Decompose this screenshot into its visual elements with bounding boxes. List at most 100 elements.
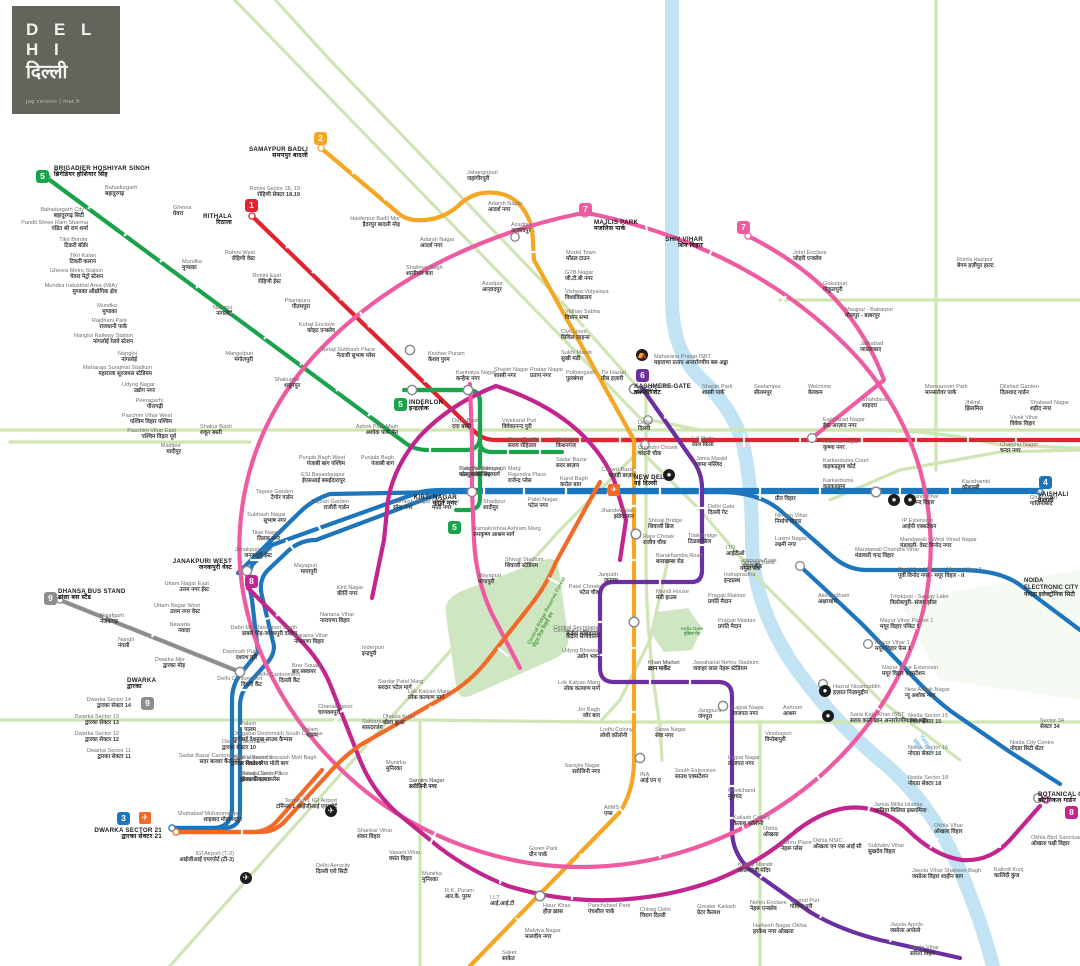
landmark-name-hi: नोएडा इलेक्ट्रॉनिक सिटी [1024, 592, 1075, 598]
station-name-hi: नोएडा सेक्टर 15 [908, 719, 942, 726]
station-name-hi: शंकर विहार [357, 834, 381, 841]
station-name-en: Chawri Bazar [601, 467, 635, 473]
terminus-name-hi: द्वारका [127, 683, 142, 691]
station-name-hi: सेवा नगर [655, 733, 674, 740]
station-name-hi: नांगलोई [216, 311, 232, 318]
station-name-hi: आदर्श नगर [488, 207, 511, 214]
station-name-hi: द्वारका सेक्टर 13 [85, 720, 119, 727]
line-badge-8[interactable]: 8 [245, 575, 258, 588]
station-name-hi: त्रिलोकपुरी- संजय झील [890, 600, 937, 607]
station-name-hi: मयूर विहार एक्सटेंशन [882, 671, 925, 678]
station-name-hi: मयूर विहार फेस 1 [875, 646, 912, 653]
line-badge-9[interactable]: 9 [44, 592, 57, 605]
line-badge-2[interactable]: 2 [314, 132, 327, 145]
station-name-en: Mayur Vihar 1 [875, 640, 910, 646]
station-name-hi: डाबरी मोड़-जनकपुरी दक्षिण [241, 631, 297, 638]
station-name-hi: रोहिणी वेस्ट [231, 256, 255, 263]
station-name-en: Kalkaji Mandir [738, 862, 774, 868]
station-name-hi: पीतमपुरा [291, 304, 310, 311]
line-badge-5[interactable]: 5 [448, 521, 461, 534]
station-name-hi: दया बस्ती [452, 424, 472, 431]
station-name-en: Janakpuri East [234, 547, 272, 553]
station-name-hi: लाजपत नगर [732, 711, 758, 718]
line-badge-4[interactable]: 4 [1039, 476, 1052, 489]
station-name-en: Noida Sector 15 [908, 713, 949, 719]
station-name-en: Rajiv Chowk [643, 534, 675, 540]
station-name-hi: आश्रम [783, 711, 797, 718]
station-name-en: Shahdara [862, 397, 887, 403]
station-name-hi: ओखला पक्षी विहार [1031, 841, 1070, 848]
line-badge-7[interactable]: 7 [737, 221, 750, 234]
station-name-hi: मूलचंद [728, 794, 742, 801]
station-label: IGI Airport (T-3)आईजीआई एयरपोर्ट (टी-3) [94, 851, 234, 864]
station-name-en: Nehru Enclave [750, 900, 787, 906]
station-name-hi: घेवरा [173, 211, 184, 218]
station-name-en: Rohta Hazipur [957, 257, 993, 263]
station-name-en: Mandi House [656, 589, 689, 595]
station-name-en: Tilak Nagar [251, 530, 280, 536]
line-badge-1[interactable]: 1 [245, 199, 258, 212]
line-badge-8[interactable]: 8 [1065, 806, 1078, 819]
station-name-hi: दिल्ली [638, 426, 651, 433]
station-name-hi: तिलक नगर [257, 536, 280, 543]
station-name-en: Noida Sector 16 [908, 745, 949, 751]
station-name-hi: विधान सभा [565, 315, 589, 322]
station-name-hi: नेताजी सुभाष प्लेस [336, 353, 375, 360]
line-badge-6[interactable]: 6 [636, 369, 649, 382]
station-name-en: Daya Basti [452, 418, 480, 424]
terminus-name-hi: ब्रिगेडियर होशियार सिंह [54, 171, 108, 179]
station-name-en: Laxmi Nagar [775, 536, 807, 542]
station-name-en: Maharaja Surajmal Stadium [82, 365, 152, 371]
station-name-en: Nirman Vihar [775, 513, 808, 519]
line-badge-7[interactable]: 7 [579, 203, 592, 216]
line-badge-5[interactable]: 5 [394, 398, 407, 411]
station-name-hi: लोक कल्याण मार्ग [563, 686, 600, 693]
station-name-hi: द्वारका सेक्टर 10 [222, 745, 256, 752]
station-name-en: Harkesh Nagar Okhla [753, 923, 807, 929]
station-name-en: Green Park [529, 846, 558, 852]
station-name-hi: सरोजिनी नगर [572, 769, 600, 776]
station-name-hi: टिकरी कलान [69, 259, 97, 266]
line-badge-3[interactable]: 3 [117, 812, 130, 825]
station-name-en: Moti Nagar [432, 499, 460, 505]
line-3-blue [168, 485, 1080, 832]
station-name-hi: जहांगीरपुरी [467, 176, 490, 183]
line-badge-5[interactable]: 5 [36, 170, 49, 183]
station-name-hi: आई एन ए [640, 778, 661, 785]
station-name-en: Sir Vishweshwaraiah Moti Bagh [238, 755, 317, 761]
line-badge-9[interactable]: 9 [141, 697, 154, 710]
station-name-hi: मोती नगर [432, 505, 452, 512]
station-name-en: Tikri Border [59, 237, 88, 243]
terminus-name-en: RITHALA [203, 213, 232, 220]
terminus-name-hi: समयपुर बादली [272, 152, 308, 160]
station-name-en: Kirti Nagar [337, 585, 364, 591]
station-name-en: Vinobapuri [765, 731, 792, 737]
station-name-en: Jasola Vihar Shaheen Bagh [912, 868, 982, 874]
station-name-en: Nawada [169, 622, 190, 628]
station-name-en: Maujpur - Babarpur [845, 307, 894, 313]
